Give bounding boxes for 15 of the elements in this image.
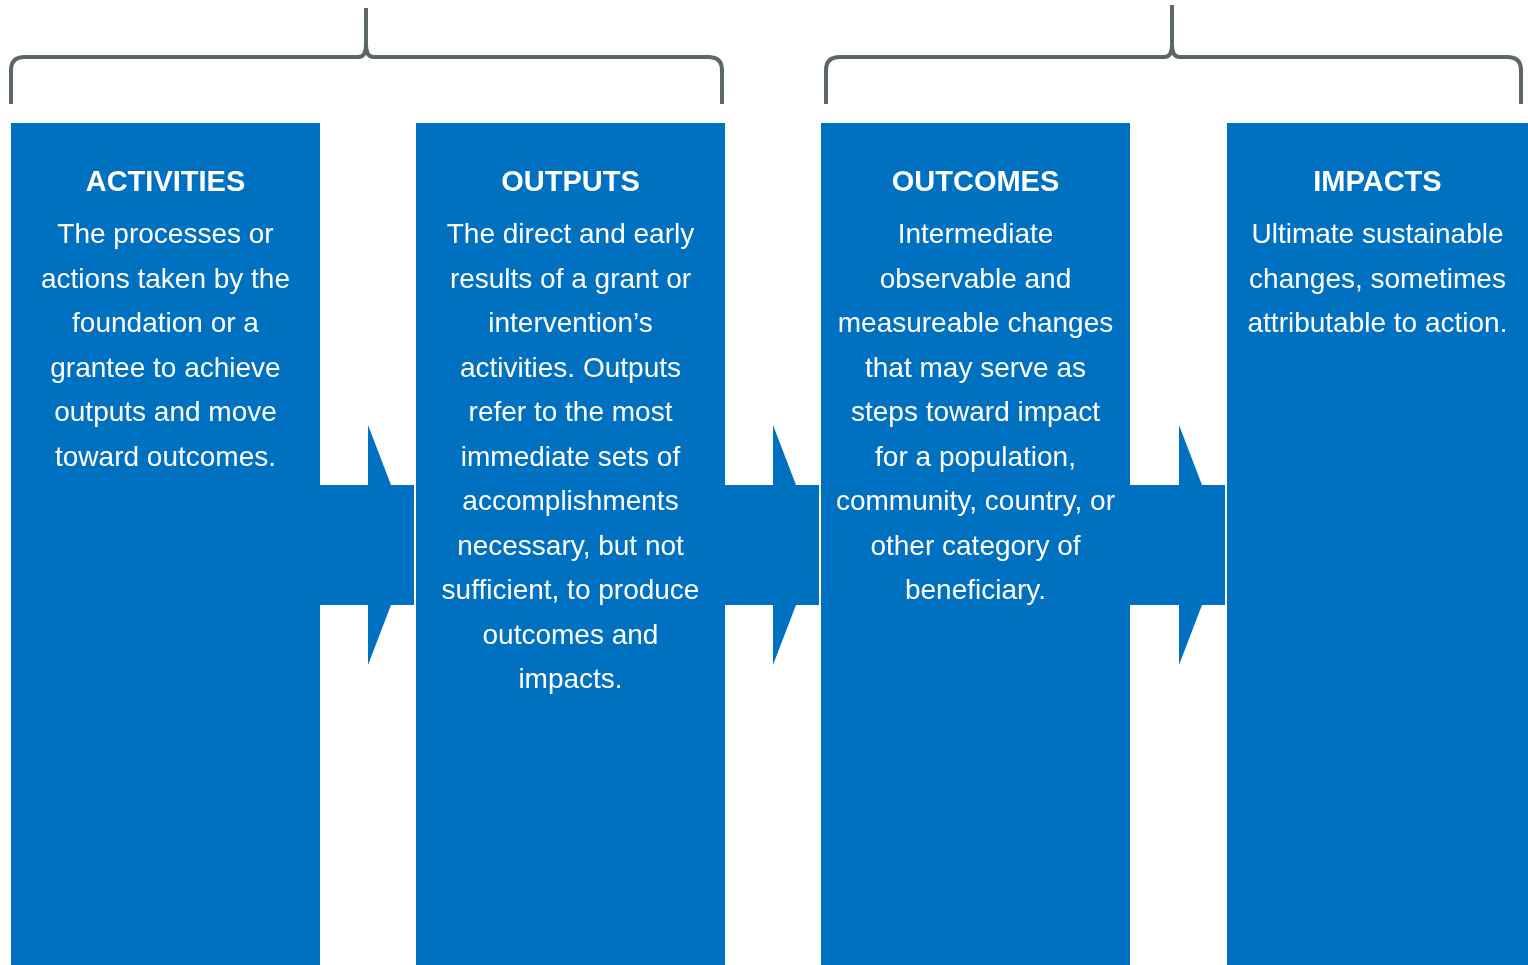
process-box xyxy=(1227,123,1528,965)
box-description: The direct and early results of a grant or intervention’s activities. Outputs refer to the most immediate sets of accomplishments necessary, but not sufficient, to produce outcomes and impacts. xyxy=(440,217,701,696)
box-heading: OUTPUTS xyxy=(501,165,640,198)
block-arrow xyxy=(1130,425,1225,665)
box-description: The processes or actions taken by the foundation or a grantee to achieve outputs and move toward outcomes. xyxy=(39,217,291,474)
process-box xyxy=(416,123,725,965)
box-description: Ultimate sustainable changes, sometimes attributable to action. xyxy=(1246,217,1509,340)
box-description: Intermediate observable and measureable changes that may serve as steps toward impact for a population, community, country, or other category of beneficiary. xyxy=(834,217,1116,607)
box-heading: IMPACTS xyxy=(1313,165,1442,198)
process-box xyxy=(11,123,320,965)
block-arrow xyxy=(725,425,819,665)
process-box xyxy=(821,123,1130,965)
box-heading: OUTCOMES xyxy=(891,165,1060,198)
box-heading: ACTIVITIES xyxy=(85,165,246,198)
block-arrow xyxy=(320,425,414,665)
